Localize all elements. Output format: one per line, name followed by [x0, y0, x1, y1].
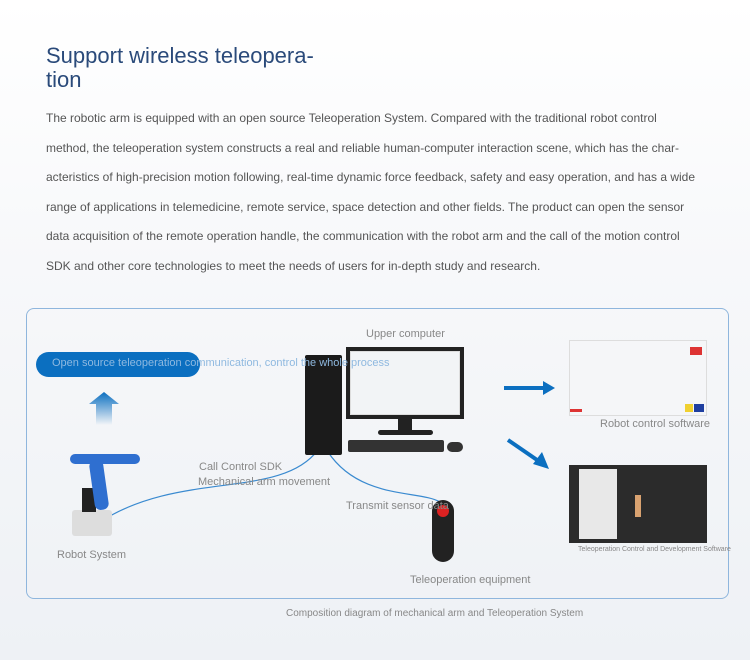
pill-text: Open source teleoperation communication,… — [52, 357, 390, 369]
description: The robotic arm is equipped with an open… — [46, 111, 696, 273]
sdk-curve — [99, 449, 319, 523]
sdk-label-1: Call Control SDK — [199, 461, 283, 473]
teleop-software-screenshot — [569, 465, 707, 543]
keyboard-image — [348, 440, 444, 452]
sdk-label-2: Mechanical arm movement — [198, 476, 331, 488]
teleop-software-label: Teleoperation Control and Development So… — [578, 546, 731, 553]
teleop-handle-image — [432, 500, 454, 562]
mouse-image — [447, 442, 463, 452]
diag-arrow-icon — [506, 438, 549, 469]
teleop-equipment-label: Teleoperation equipment — [410, 574, 531, 586]
monitor-stand — [398, 419, 412, 431]
page-title: Support wireless teleopera-tion — [46, 43, 314, 92]
monitor-base — [378, 430, 433, 435]
robot-software-label: Robot control software — [600, 418, 711, 430]
right-arrow-icon — [504, 381, 555, 395]
transmit-label: Transmit sensor data — [346, 500, 449, 512]
pc-tower-image — [305, 355, 342, 455]
up-arrow-icon — [89, 392, 119, 425]
caption: Composition diagram of mechanical arm an… — [286, 608, 584, 619]
robot-system-label: Robot System — [57, 549, 127, 561]
diagram-frame — [26, 308, 729, 599]
pill-banner — [36, 352, 200, 377]
sensor-curve — [327, 451, 441, 503]
robot-arm-image — [68, 448, 158, 538]
monitor-image — [346, 347, 464, 419]
upper-computer-label: Upper computer — [366, 328, 445, 340]
robot-software-screenshot — [569, 340, 707, 416]
